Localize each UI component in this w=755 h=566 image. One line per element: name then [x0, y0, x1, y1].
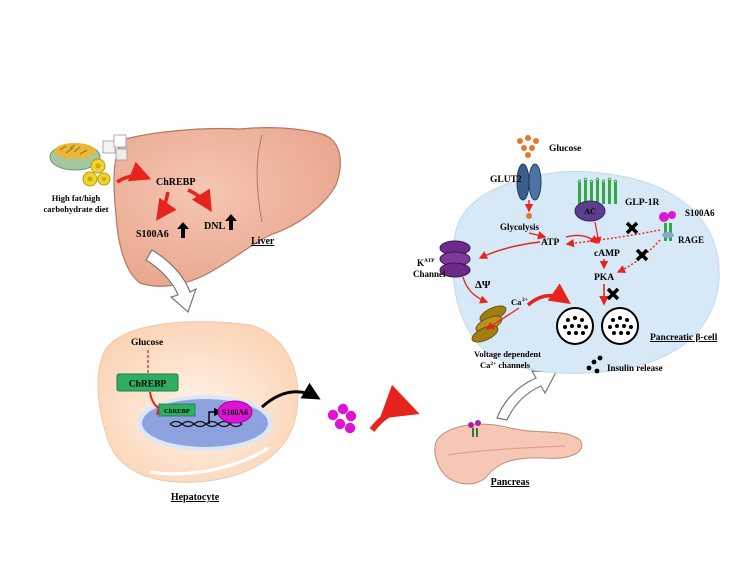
- hepatocyte-membrane-shine: [149, 446, 269, 476]
- ca-sup-label: 2+: [522, 297, 528, 303]
- vdcc-label-line2: Ca2+ channels: [480, 360, 531, 370]
- chrebp-box: [116, 373, 179, 392]
- hepatocyte-panel: Glucose ChREBP ChREBP S100A6 Hepatocyte: [97, 321, 321, 503]
- katp-to-vdcc-arrow: [462, 276, 489, 304]
- glucose-molecules: [517, 135, 539, 158]
- rage-label: RAGE: [678, 235, 704, 245]
- rage-inhibit-atp-dotted: [565, 229, 661, 248]
- pka-label: PKA: [594, 273, 614, 283]
- s100a6-to-pancreas-arrow: [369, 384, 420, 432]
- block-x-icon: [625, 221, 639, 235]
- ca-influx-arrow: [485, 307, 520, 330]
- block-x-icon: [635, 248, 649, 262]
- chrebp-small-label: ChREBP: [164, 408, 190, 415]
- block-x-icon: [606, 287, 620, 301]
- glycolysis-to-atp-arrow: [528, 231, 547, 240]
- liver-title: Liver: [251, 236, 275, 247]
- katp-channel-label: Channel: [413, 269, 446, 279]
- beta-cell-title: Pancreatic β-cell: [650, 333, 718, 343]
- katp-sup-label: ATP: [424, 258, 435, 264]
- glycolysis-label: Glycolysis: [500, 222, 539, 232]
- atp-to-katp-arrow: [478, 241, 541, 259]
- sugar-cubes-icon: [102, 134, 128, 161]
- pancreas-title: Pancreas: [491, 477, 530, 488]
- ac-enzyme: [574, 200, 606, 222]
- ca-ion-label: Ca: [511, 297, 522, 307]
- delta-psi-label: ΔΨ: [475, 279, 491, 291]
- secreted-s100a6-cluster: [327, 403, 357, 434]
- dna-strand-b: [169, 420, 243, 428]
- katp-channel: [439, 240, 471, 278]
- s100a6-liver-label: S100A6: [136, 229, 169, 240]
- chrebp-small-box: [158, 403, 196, 417]
- rage-inhibit-pka-dotted: [616, 239, 661, 273]
- insulin-granule: [601, 307, 639, 345]
- s100a6-oval-label: S100A6: [222, 408, 248, 417]
- beta-cell-panel: Glucose GLUT2 Glycolysis GLP-1R AC: [413, 135, 720, 374]
- rage-receptor: [659, 211, 676, 241]
- glucose-hepatocyte-label: Glucose: [131, 338, 163, 348]
- insulin-granule-icon: [586, 355, 603, 374]
- beta-cell-body: [452, 170, 720, 374]
- glucose-beta-label: Glucose: [549, 144, 581, 154]
- glut2-label: GLUT2: [490, 175, 522, 185]
- liver-shape: [113, 127, 341, 287]
- hepatocyte-title: Hepatocyte: [171, 492, 220, 503]
- dnl-label: DNL: [204, 221, 225, 232]
- diet-label-line2: carbohydrate diet: [44, 204, 109, 214]
- atp-label: ATP: [541, 238, 559, 248]
- ca-to-granule-arrow: [526, 283, 571, 307]
- transcription-start-arrow: [208, 407, 223, 424]
- pancreas-organ: [434, 423, 583, 485]
- liver-panel: High fat/high carbohydrate diet ChREBP S…: [44, 127, 341, 287]
- vdcc-label-line1: Voltage dependent: [474, 349, 541, 359]
- liver-right-lobe-line: [256, 134, 263, 223]
- liver-to-hepatocyte-arrow: [145, 249, 198, 314]
- islet-icon: [468, 420, 481, 437]
- s100a6-oval: [217, 400, 253, 424]
- chrebp-liver-label: ChREBP: [156, 177, 195, 188]
- pancreas-panel: Pancreas: [434, 420, 583, 488]
- s100a6-beta-label: S100A6: [685, 208, 715, 218]
- lemon-slices-icon: [82, 158, 111, 187]
- glut2-transporter: [516, 163, 542, 201]
- food-bowl-icon: [49, 143, 101, 171]
- diet-label-line1: High fat/high: [52, 193, 101, 203]
- glp1r-label: GLP-1R: [625, 198, 659, 208]
- ac-to-camp-arrow: [594, 221, 602, 245]
- chrebp-to-s100a6-arrow: [155, 191, 177, 221]
- up-arrow-icon: [177, 222, 189, 238]
- chrebp-to-dnl-arrow: [187, 188, 212, 212]
- glucose-inside-icon: [526, 213, 532, 219]
- camp-label: cAMP: [594, 249, 620, 259]
- insulin-release-label: Insulin release: [607, 363, 663, 373]
- diet-to-chrebp-arrow: [116, 161, 152, 184]
- ac-label: AC: [584, 207, 596, 216]
- chrebp-box-label: ChREBP: [129, 380, 167, 390]
- katp-k-label: K: [417, 258, 424, 268]
- pancreatic-duct: [447, 445, 566, 456]
- s100a6-secretion-arrow: [261, 382, 321, 409]
- up-arrow-icon: [225, 214, 237, 230]
- glp1r-receptor: [577, 177, 618, 204]
- pancreas-to-beta-cell-arrow: [496, 370, 557, 421]
- insulin-granule: [556, 307, 594, 345]
